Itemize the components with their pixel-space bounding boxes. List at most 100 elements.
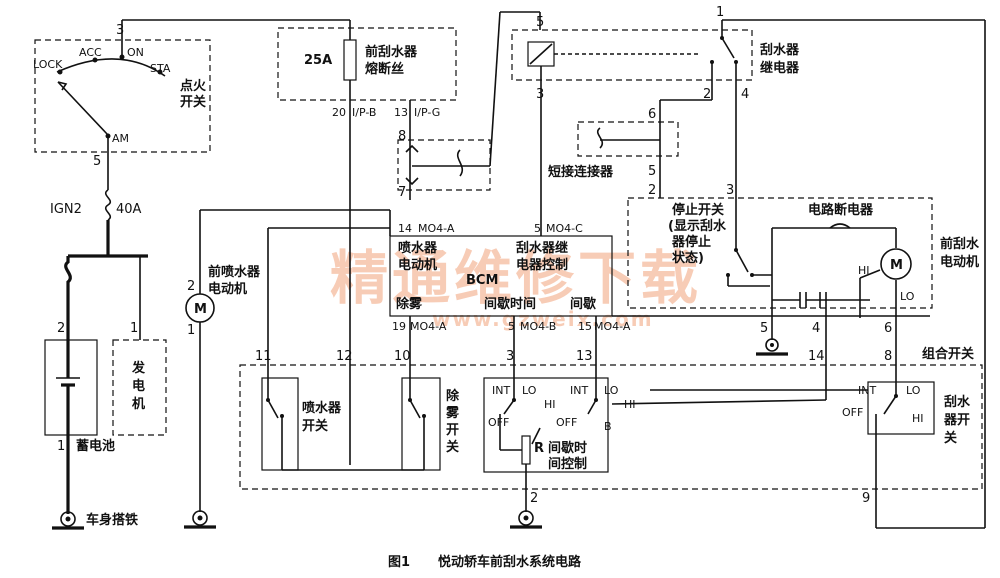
gen-label-2: 电	[132, 378, 145, 394]
motor-pin-3: 3	[726, 183, 734, 198]
bcm-bot-conn-b: MO4-B	[520, 320, 556, 333]
relay-pin-coil-top: 5	[536, 15, 544, 30]
connector-8-7: 8 7	[397, 11, 501, 200]
relay-pin-sw-top: 1	[716, 5, 724, 20]
relay-label-2: 继电器	[760, 60, 800, 76]
bcm-bot-pin-a: 19	[392, 320, 406, 333]
bcm-out-relay-1: 刮水器继	[516, 240, 568, 256]
wiper-fuse-rating: 25A	[304, 53, 332, 68]
combo-pin-11: 11	[255, 349, 272, 364]
ignition-switch: LOCK ACC ON STA AM 3 5 点火 开关	[33, 19, 350, 170]
short-pin-top: 6	[648, 107, 656, 122]
bcm-in-mist: 除雾	[396, 296, 423, 312]
int-ctrl-hi: HI	[544, 398, 556, 411]
ign-pin-bottom: 5	[93, 154, 101, 169]
wiper-fuse-conn-a: I/P-B	[352, 106, 376, 119]
stop-sw-2: (显示刮水	[668, 218, 727, 234]
washer-sw-2: 开关	[302, 418, 328, 434]
ground-body-label: 车身搭铁	[86, 512, 138, 528]
int-ctrl-r: R	[534, 441, 544, 456]
relay-pin-sw-b: 2	[703, 87, 711, 102]
combo-pin-9: 9	[862, 491, 870, 506]
wiper-motor-label-2: 电动机	[940, 254, 979, 270]
wiper-sw-int: INT	[858, 384, 876, 397]
wiper-motor-symbol	[880, 248, 912, 280]
wiper-fuse-name-1: 前刮水器	[365, 44, 418, 60]
mist-sw-1: 除	[446, 388, 460, 404]
bcm-out-washer-2: 电动机	[398, 257, 437, 273]
watermark-main: 精通维修下载	[330, 244, 702, 312]
washer-label-1: 前喷水器	[208, 264, 261, 280]
ign-pos-acc: ACC	[79, 46, 102, 59]
int-ctrl-1: 间歇时	[548, 440, 587, 456]
motor-pin-2: 2	[648, 183, 656, 198]
conn87-pin-top: 8	[398, 129, 406, 144]
conn87-pin-bottom: 7	[398, 185, 406, 200]
wiper-relay: 5 3 1 2 4 刮水器 继电器	[511, 5, 986, 528]
bcm-module: 14 MO4-A 5 MO4-C 喷水器 电动机 刮水器继 电器控制 BCM 除…	[389, 210, 631, 333]
bcm-in-int-time: 间歇时间	[484, 296, 536, 312]
int-ctrl-off: OFF	[488, 416, 509, 429]
battery: 2 1 蓄电池	[44, 321, 115, 454]
int2-b: B	[604, 420, 612, 433]
combo-pin-3: 3	[506, 349, 514, 364]
wiper-fuse-name-2: 熔断丝	[365, 61, 404, 77]
ign2-name: IGN2	[50, 202, 82, 217]
bcm-out-washer-1: 喷水器	[398, 240, 438, 256]
washer-pin-bottom: 1	[187, 323, 195, 338]
bcm-bot-conn-a: MO4-A	[410, 320, 447, 333]
mist-sw-4: 关	[446, 439, 459, 455]
caption-title: 悦动轿车前刮水系统电路	[438, 554, 582, 570]
combo-pin-14: 14	[808, 349, 825, 364]
combo-pin-10: 10	[394, 349, 411, 364]
bcm-out-relay-2: 电器控制	[516, 257, 568, 273]
ground-body: 车身搭铁	[52, 435, 138, 530]
bcm-bot-conn-c: MO4-A	[594, 320, 631, 333]
wiper-motor-m: M	[890, 258, 903, 273]
short-connector: 6 5 短接连接器	[548, 99, 712, 190]
int2-hi: HI	[624, 398, 636, 411]
bcm-top-pin-b: 5	[534, 222, 541, 235]
bcm-bot-pin-b: 5	[508, 320, 515, 333]
motor-hi: HI	[858, 264, 870, 277]
motor-pin-5: 5	[760, 321, 768, 336]
bcm-top-conn-b: MO4-C	[546, 222, 583, 235]
wiper-sw-1: 刮水	[944, 394, 971, 410]
washer-label-2: 电动机	[208, 281, 247, 297]
bcm-top-pin-a: 14	[398, 222, 412, 235]
combo-pin-13: 13	[576, 349, 593, 364]
int2-off: OFF	[556, 416, 577, 429]
int2-lo: LO	[604, 384, 619, 397]
bcm-top-conn-a: MO4-A	[418, 222, 455, 235]
mist-sw-2: 雾	[445, 406, 460, 421]
bcm-bot-pin-c: 15	[578, 320, 592, 333]
stop-sw-1: 停止开关	[672, 202, 724, 218]
wiper-fuse: 25A 前刮水器 熔断丝 20 I/P-B 13 I/P-G	[277, 20, 457, 119]
wiper-fuse-pin-b: 13	[394, 106, 408, 119]
ign-title-2: 开关	[180, 94, 206, 110]
battery-pin-top: 2	[57, 321, 65, 336]
combo-pin-8: 8	[884, 349, 892, 364]
wiper-sw-off: OFF	[842, 406, 863, 419]
stop-sw-4: 状态)	[672, 250, 704, 266]
battery-label: 蓄电池	[76, 438, 115, 454]
combo-pin-2: 2	[530, 491, 538, 506]
gen-label-3: 机	[132, 396, 145, 412]
ign2-rating: 40A	[116, 202, 142, 217]
bcm-in-int: 间歇	[570, 296, 596, 312]
wiper-motor-label-1: 前刮水	[940, 236, 980, 252]
ign-am: AM	[112, 132, 129, 145]
bcm-name: BCM	[466, 273, 498, 288]
battery-pin-bottom: 1	[57, 439, 65, 454]
generator: 1 发 电 机	[112, 321, 167, 436]
relay-label-1: 刮水器	[760, 42, 800, 58]
washer-sw-1: 喷水器	[302, 400, 342, 416]
relay-pin-sw-c: 4	[741, 87, 749, 102]
breaker-label: 电路断电器	[808, 202, 874, 218]
combination-switch: 组合开关 11 12 10 3 13 8 14 喷水器 开关 除 雾 开 关	[239, 346, 985, 529]
ign-pos-lock: LOCK	[33, 58, 63, 71]
wiper-fuse-pin-a: 20	[332, 106, 346, 119]
motor-lo: LO	[900, 290, 915, 303]
relay-pin-coil-bottom: 3	[536, 87, 544, 102]
wiper-motor-assembly: 2 3 M 停止开关 (显示刮水 器停止 状态) 电路断电器 HI LO	[627, 183, 980, 400]
